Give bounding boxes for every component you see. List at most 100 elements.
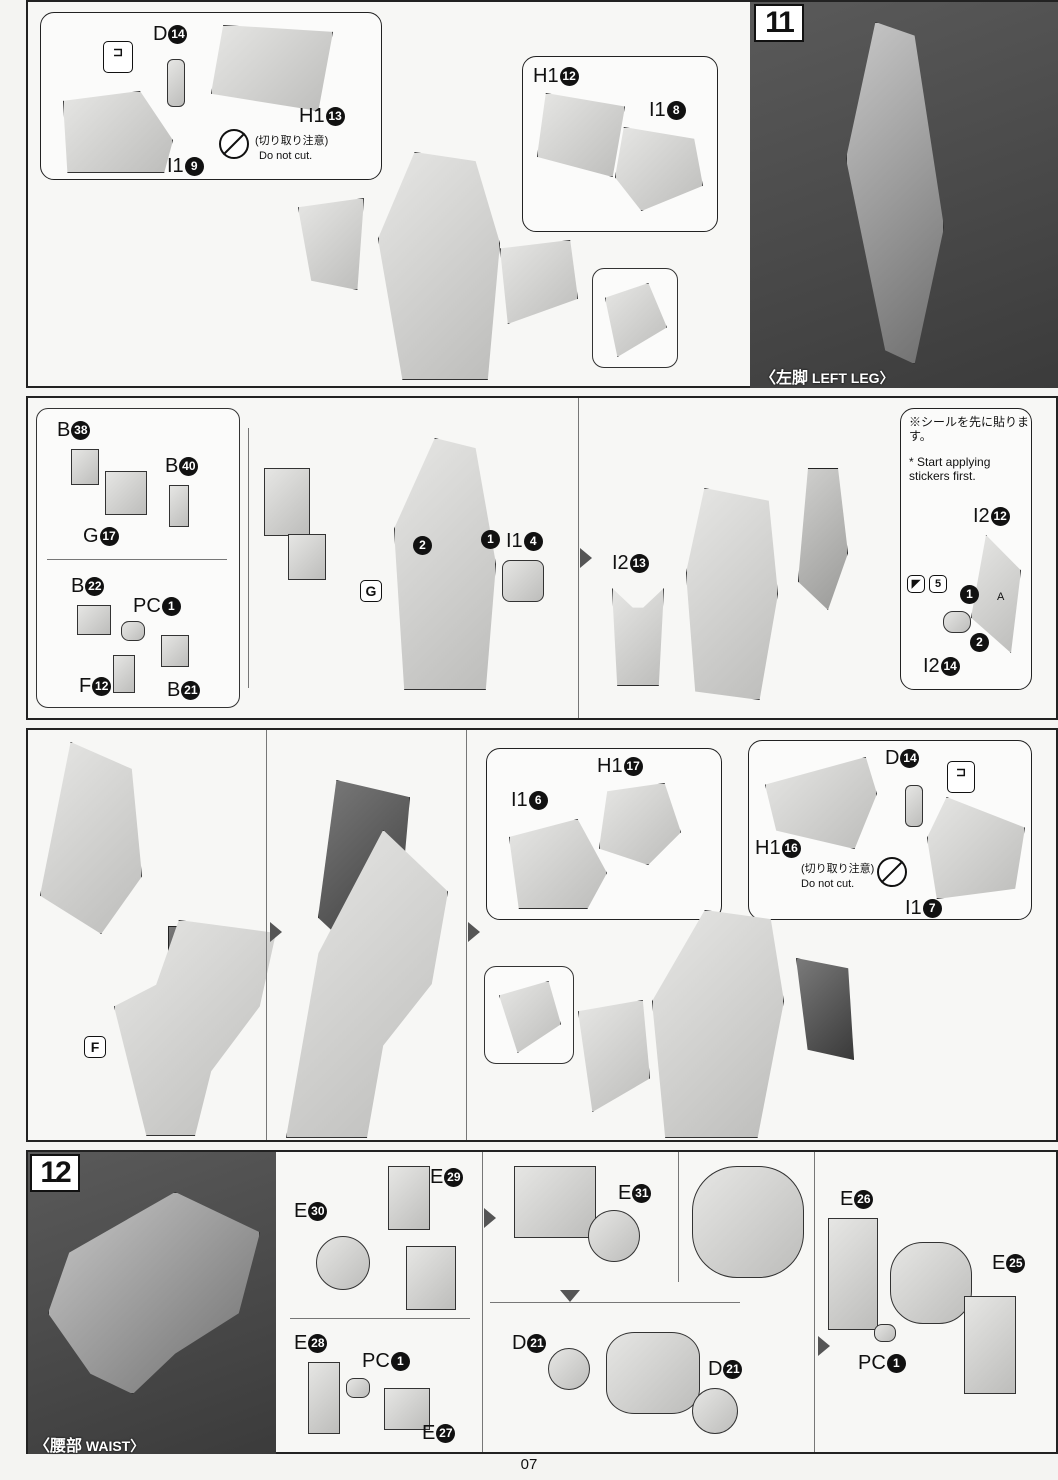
order-2: 2 [412,534,432,557]
order-1: 1 [480,528,500,551]
warn-en: Do not cut. [801,878,855,890]
sprue-tag-icon: ⊐ [947,761,975,793]
sticker-icon: ◤ [907,575,925,593]
divider [490,1302,740,1303]
step12-photo [28,1152,276,1454]
divider [266,730,267,1140]
waist-joint-assembly [514,1166,596,1238]
part-pc1 [346,1378,370,1398]
part-hip-joint [264,468,310,536]
part-h1-13 [211,25,333,111]
part-e29-b [406,1246,456,1310]
part-hip-block [288,534,326,580]
order-1: 1 [959,583,979,606]
part-b40 [169,485,189,527]
waist-joint-rotated [692,1166,804,1278]
divider [248,428,249,688]
part-g17 [105,471,147,515]
callout-sticker: ※シールを先に貼ります。 * Start applying stickers f… [900,408,1032,690]
part-e28 [308,1362,340,1434]
divider [290,1318,470,1319]
part-i1-7 [927,797,1025,899]
knee-assembly [394,438,496,690]
page-number: 07 [520,1456,538,1473]
mark-a: A [997,591,1005,603]
waist-center-assembly [606,1332,700,1414]
part-d21b [692,1388,738,1434]
part-pc1-b [874,1324,896,1342]
flow-arrow-icon [484,1208,496,1228]
part-b22 [77,605,111,635]
divider [482,1152,483,1452]
part-leg-side-armor [298,198,364,290]
part-e25 [964,1296,1016,1394]
part-i1-6 [509,819,607,909]
part-lower-leg-f [114,920,276,1136]
part-d14 [905,785,923,827]
part-inset-armor [605,283,667,357]
divider [578,398,579,718]
part-i1-9 [63,91,173,173]
lower-leg-assembly [686,488,778,700]
part-h1-16 [765,757,877,849]
part-i1-8 [615,127,703,211]
order-2: 2 [969,631,989,654]
divider [466,730,467,1140]
do-not-cut-icon [219,129,249,159]
tag-g: G [360,580,382,602]
part-h1-17 [599,783,681,865]
part-e31 [588,1210,640,1262]
photo-waist [48,1192,260,1394]
step11-number: 11 [754,4,804,42]
part-i2-13 [612,588,664,686]
tag-f: F [84,1036,106,1058]
sticker-note-jp: ※シールを先に貼ります。 [909,415,1030,443]
do-not-cut-icon [877,857,907,887]
part-e29 [388,1166,430,1230]
right-leg-assembly [652,910,784,1138]
part-b21 [161,635,189,667]
divider [678,1152,679,1282]
flow-arrow-down-icon [560,1290,580,1302]
step12-number: 12 [30,1154,80,1192]
divider [814,1152,815,1452]
part-inset-armor [499,981,561,1053]
part-b38 [71,449,99,485]
part-leg-front-armor [500,240,578,324]
part-lower-leg-joined [286,830,448,1138]
detail-inset-back [484,966,574,1064]
part-pc1 [121,621,145,641]
divider [47,559,227,560]
flow-arrow-icon [468,922,480,942]
part-i1-4 [502,560,544,602]
